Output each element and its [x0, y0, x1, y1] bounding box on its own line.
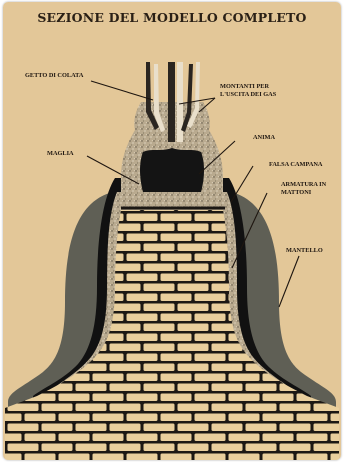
page-title: SEZIONE DEL MODELLO COMPLETO [3, 10, 341, 25]
label-montanti-line2: L'USCITA DEI GAS [220, 91, 276, 99]
label-montanti-line1: MONTANTI PER [220, 83, 269, 91]
label-anima: ANIMA [253, 134, 275, 142]
anima-core-top [140, 148, 204, 192]
label-falsa-campana: FALSA CAMPANA [269, 161, 322, 169]
label-armatura-line1: ARMATURA IN [281, 181, 326, 189]
label-getto-di-colata: GETTO DI COLATA [25, 72, 83, 80]
label-mantello: MANTELLO [286, 247, 323, 255]
label-maglia: MAGLIA [47, 150, 74, 158]
bell-mold-section [3, 2, 341, 460]
label-armatura-line2: MATTONI [281, 189, 311, 197]
diagram-frame: SEZIONE DEL MODELLO COMPLETO GETTO DI CO… [3, 2, 341, 460]
